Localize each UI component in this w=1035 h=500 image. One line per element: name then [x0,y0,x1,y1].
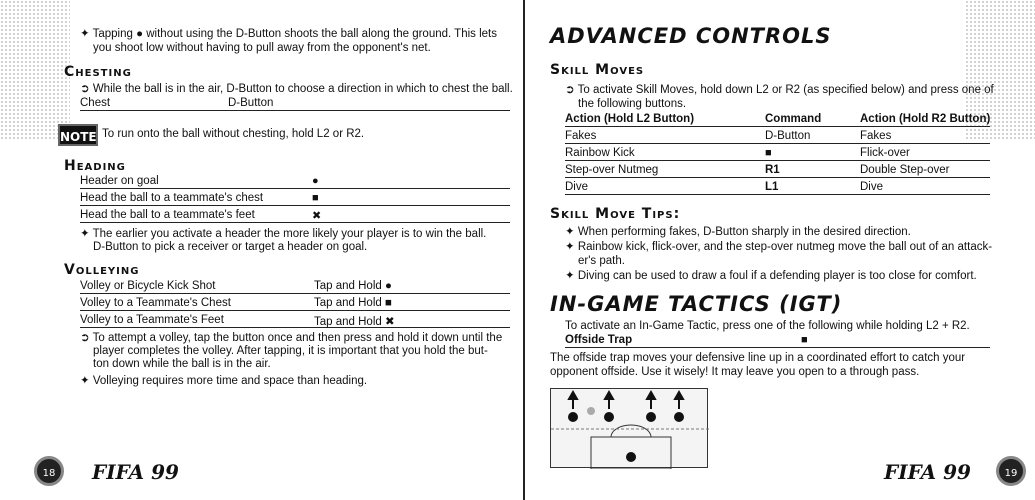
table-row: Head the ball to a teammate's chest ■ [80,191,510,206]
row-button: ■ [312,192,319,204]
chesting-desc: ➲ While the ball is in the air, D-Button… [80,83,513,95]
volley-desc-2: player completes the volley. After tappi… [93,345,488,357]
row-button: Tap and Hold ■ [314,297,392,309]
table-row: Dive L1 Dive [565,180,990,195]
skill-table-header: Action (Hold L2 Button) Command Action (… [565,112,990,127]
table-row: Step-over Nutmeg R1 Double Step-over [565,163,990,178]
col-header-l2: Action (Hold L2 Button) [565,113,695,125]
row-action: Chest [80,97,111,109]
heading-skill-move-tips: Skill Move Tips: [550,206,681,222]
cell-r2: Dive [860,181,884,193]
heading-in-game-tactics: IN-GAME TACTICS (IGT) [550,292,843,316]
cell-r2: Flick-over [860,147,910,159]
bullet-shoot-low-2: you shoot low without having to pull awa… [93,42,431,54]
cell-command: D-Button [765,130,811,142]
row-action: Head the ball to a teammate's chest [80,192,264,204]
cell-l2: Fakes [565,130,597,142]
skill-tip: ✦ Diving can be used to draw a foul if a… [565,270,977,282]
cell-r2: Double Step-over [860,164,950,176]
volley-desc-3: ton down while the ball is in the air. [93,358,271,370]
page-number-badge: 18 [34,456,64,486]
row-action: Offside Trap [565,334,633,346]
table-row: Head the ball to a teammate's feet ✖ [80,208,510,223]
row-button: Tap and Hold ✖ [314,316,395,328]
note-text: To run onto the ball without chesting, h… [102,128,365,140]
volley-desc-1: ➲ To attempt a volley, tap the button on… [80,332,503,344]
heading-tip-2: D-Button to pick a receiver or target a … [93,241,368,253]
igt-desc: To activate an In-Game Tactic, press one… [565,320,970,332]
fifa-logo: FIFA 99 [92,460,179,484]
skill-tip: ✦ When performing fakes, D-Button sharpl… [565,226,911,238]
heading-volleying: Volleying [64,262,140,278]
cell-l2: Dive [565,181,589,193]
row-button: D-Button [228,97,274,109]
row-action: Volley or Bicycle Kick Shot [80,280,216,292]
table-row: Fakes D-Button Fakes [565,129,990,144]
volley-tip: ✦ Volleying requires more time and space… [80,375,368,387]
note-badge: NOTE [58,124,98,146]
skill-desc-2: the following buttons. [578,98,687,110]
offside-trap-diagram [550,388,709,470]
diagram-svg [551,389,709,470]
row-button: ■ [801,334,808,346]
heading-tip-1: ✦ The earlier you activate a header the … [80,228,487,240]
skill-tip: ✦ Rainbow kick, flick-over, and the step… [565,241,993,253]
skill-tip: er's path. [578,255,625,267]
cell-l2: Rainbow Kick [565,147,635,159]
cell-r2: Fakes [860,130,892,142]
row-button: ● [312,175,319,187]
table-row: Volley to a Teammate's Chest Tap and Hol… [80,296,510,311]
corner-pattern-right [965,0,1035,140]
table-row: Header on goal ● [80,174,510,189]
table-row: Volley or Bicycle Kick Shot Tap and Hold… [80,279,510,294]
igt-para-1: The offside trap moves your defensive li… [550,352,966,364]
page-title-advanced-controls: ADVANCED CONTROLS [550,24,832,48]
row-action: Volley to a Teammate's Feet [80,314,224,326]
left-page: ✦ Tapping ● without using the D-Button s… [34,28,513,486]
heading-heading: Heading [64,158,126,174]
table-row: Rainbow Kick ■ Flick-over [565,146,990,161]
row-button: ✖ [312,210,322,222]
cell-command: R1 [765,164,780,176]
cell-command: L1 [765,181,779,193]
igt-table-row: Offside Trap ■ [565,333,990,348]
row-action: Head the ball to a teammate's feet [80,209,255,221]
igt-para-2: opponent offside. Use it wisely! It may … [550,366,920,378]
table-row: Volley to a Teammate's Feet Tap and Hold… [80,313,510,328]
heading-chesting: Chesting [64,64,132,80]
page-number-badge: 19 [996,456,1026,486]
bullet-shoot-low-1: ✦ Tapping ● without using the D-Button s… [80,28,497,40]
row-action: Volley to a Teammate's Chest [80,297,231,309]
col-header-command: Command [765,113,822,125]
skill-desc-1: ➲ To activate Skill Moves, hold down L2 … [565,84,994,96]
cell-l2: Step-over Nutmeg [565,164,659,176]
page-divider [523,0,525,500]
heading-skill-moves: Skill Moves [550,62,645,78]
col-header-r2: Action (Hold R2 Button) [860,113,991,125]
row-action: Header on goal [80,175,159,187]
fifa-logo: FIFA 99 [884,460,971,484]
cell-command: ■ [765,147,772,159]
row-button: Tap and Hold ● [314,280,392,292]
corner-pattern-left [0,0,70,140]
table-row-chest: Chest D-Button [80,96,510,111]
